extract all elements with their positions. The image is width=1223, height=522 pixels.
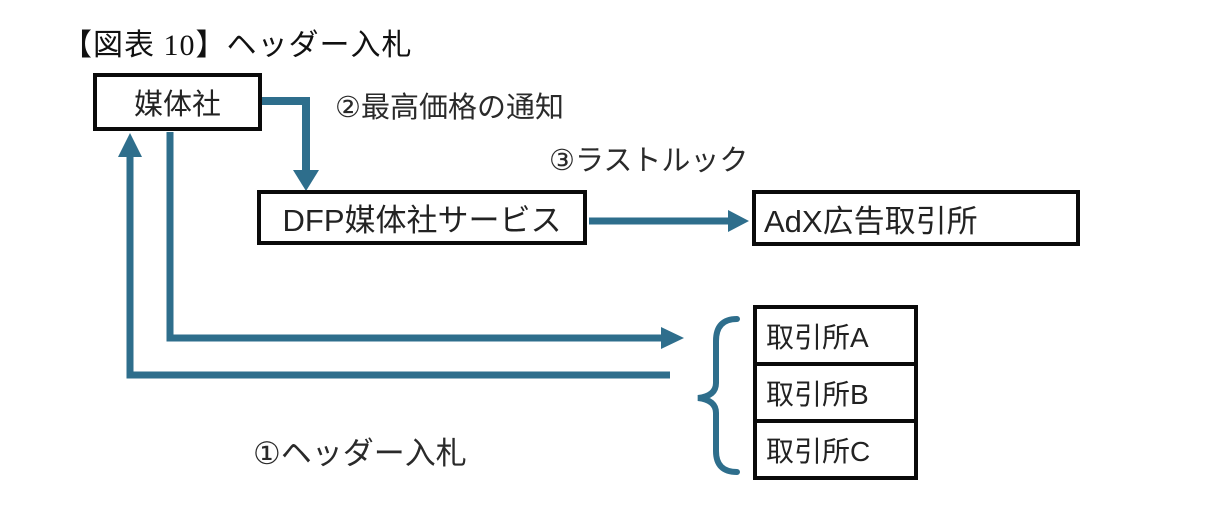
node-exchange-b: 取引所B xyxy=(753,362,918,423)
exchanges-brace-icon xyxy=(697,316,740,475)
node-dfp-publisher-service: DFP媒体社サービス xyxy=(257,190,587,245)
arrow-publisher-to-dfp xyxy=(258,97,319,191)
annotation-step1-header-bidding: ①ヘッダー入札 xyxy=(253,436,467,471)
node-exchange-b-label: 取引所B xyxy=(766,378,869,410)
node-exchange-a-label: 取引所A xyxy=(766,321,869,353)
node-publisher: 媒体社 xyxy=(93,73,262,131)
arrow-dfp-to-adx xyxy=(589,210,749,232)
node-exchange-a: 取引所A xyxy=(753,305,918,366)
node-publisher-label: 媒体社 xyxy=(133,89,221,121)
annotation-step2-highest-price-notice: ②最高価格の通知 xyxy=(335,92,564,124)
exchange-stack: 取引所A 取引所B 取引所C xyxy=(753,305,918,480)
node-adx-label: AdX広告取引所 xyxy=(764,203,978,239)
diagram-title: 【図表 10】ヘッダー入札 xyxy=(62,29,413,62)
node-exchange-c-label: 取引所C xyxy=(766,435,871,467)
node-adx-exchange: AdX広告取引所 xyxy=(752,190,1080,246)
node-dfp-label: DFP媒体社サービス xyxy=(282,203,562,238)
annotation-step3-last-look: ③ラストルック xyxy=(549,145,749,177)
node-exchange-c: 取引所C xyxy=(753,419,918,480)
